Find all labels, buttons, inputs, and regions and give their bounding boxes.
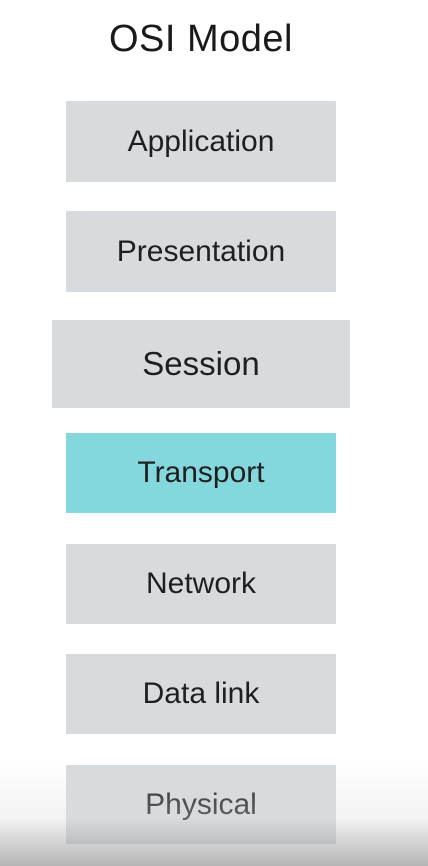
diagram-title: OSI Model <box>108 18 294 60</box>
layer-label: Session <box>142 345 260 382</box>
layer-label: Data link <box>142 677 260 710</box>
layer-label: Presentation <box>116 234 286 268</box>
layer-label: Physical <box>145 787 257 821</box>
layer-physical: Physical <box>66 765 336 844</box>
layer-session: Session <box>52 320 350 408</box>
layer-label: Application <box>127 124 275 158</box>
layer-data-link: Data link <box>66 654 336 734</box>
layer-application: Application <box>66 101 336 182</box>
layer-label: Transport <box>137 456 265 489</box>
layer-network: Network <box>66 544 336 624</box>
layer-label: Network <box>145 567 257 600</box>
layer-presentation: Presentation <box>66 211 336 292</box>
layer-transport: Transport <box>66 433 336 513</box>
